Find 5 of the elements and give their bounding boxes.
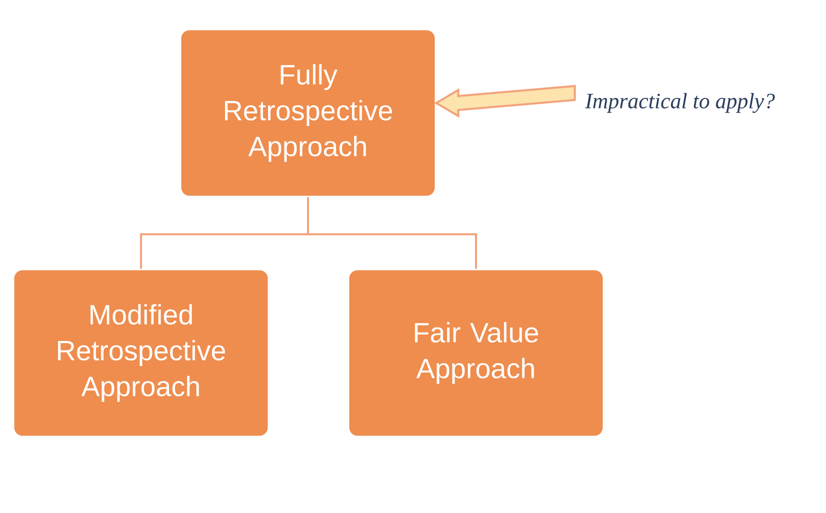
approach-box: Modified Retrospective Approach [12,268,270,438]
connector-line [307,197,477,269]
approach-box: Fair Value Approach [348,268,604,438]
question-text: Impractical to apply? [584,93,775,113]
approach-box: Fully Retrospective Approach [180,28,436,198]
